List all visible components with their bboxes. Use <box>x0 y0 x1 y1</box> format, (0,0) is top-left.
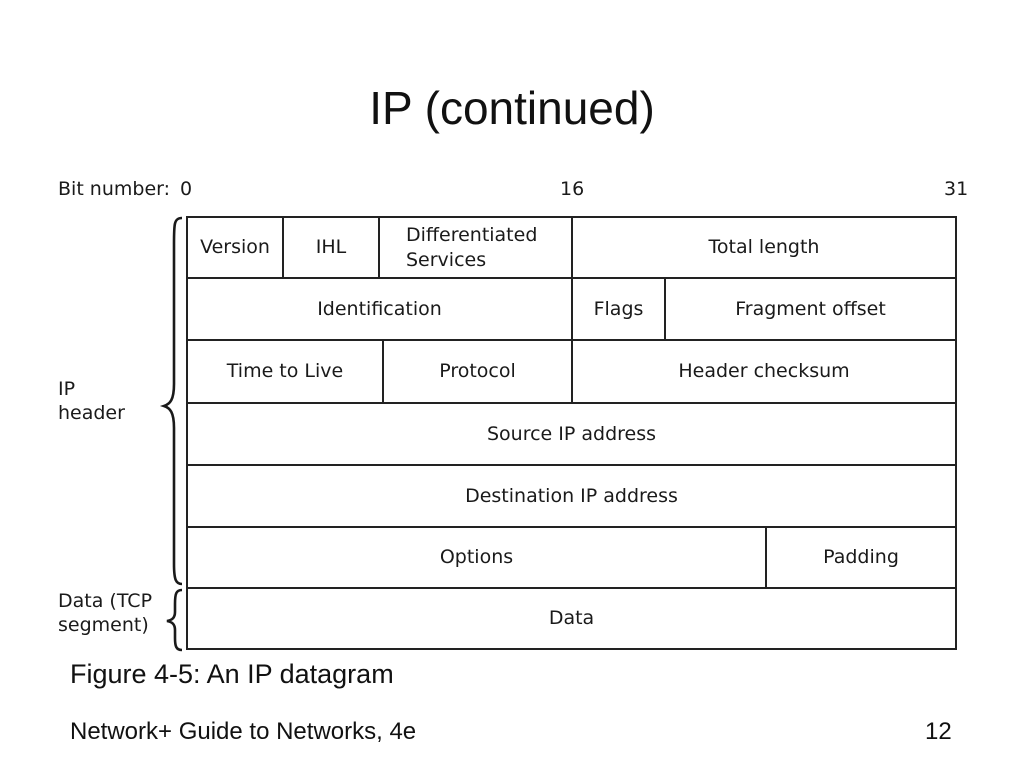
bit-number-label: Bit number: <box>58 178 171 200</box>
field-padding: Padding <box>767 528 955 589</box>
field-flags: Flags <box>573 279 666 341</box>
slide-title: IP (continued) <box>369 82 655 134</box>
bit-tick-31: 31 <box>944 178 969 200</box>
page-number: 12 <box>925 718 952 745</box>
field-differentiated-services: Differentiated Services <box>380 218 573 279</box>
field-destination-ip-address: Destination IP address <box>188 466 955 528</box>
field-options: Options <box>188 528 767 589</box>
bit-tick-0: 0 <box>180 178 193 200</box>
field-header-checksum: Header checksum <box>573 341 955 404</box>
field-protocol: Protocol <box>384 341 573 404</box>
field-fragment-offset: Fragment offset <box>666 279 955 341</box>
ip-header-label: IP header <box>58 378 125 424</box>
field-time-to-live: Time to Live <box>188 341 384 404</box>
field-version: Version <box>188 218 284 279</box>
bit-tick-16: 16 <box>560 178 585 200</box>
ip-datagram-grid: Version IHL Differentiated Services Tota… <box>186 216 957 650</box>
figure-caption: Figure 4-5: An IP datagram <box>70 659 394 689</box>
field-identification: Identification <box>188 279 573 341</box>
data-brace-icon <box>166 588 183 652</box>
data-segment-label: Data (TCP segment) <box>58 590 153 636</box>
field-data: Data <box>548 607 595 629</box>
field-ihl: IHL <box>284 218 380 279</box>
brace-icons <box>159 216 183 652</box>
ip-header-brace-icon <box>159 216 183 586</box>
field-source-ip-address: Source IP address <box>188 404 955 466</box>
footer-book-title: Network+ Guide to Networks, 4e <box>70 718 417 745</box>
field-total-length: Total length <box>573 218 955 279</box>
